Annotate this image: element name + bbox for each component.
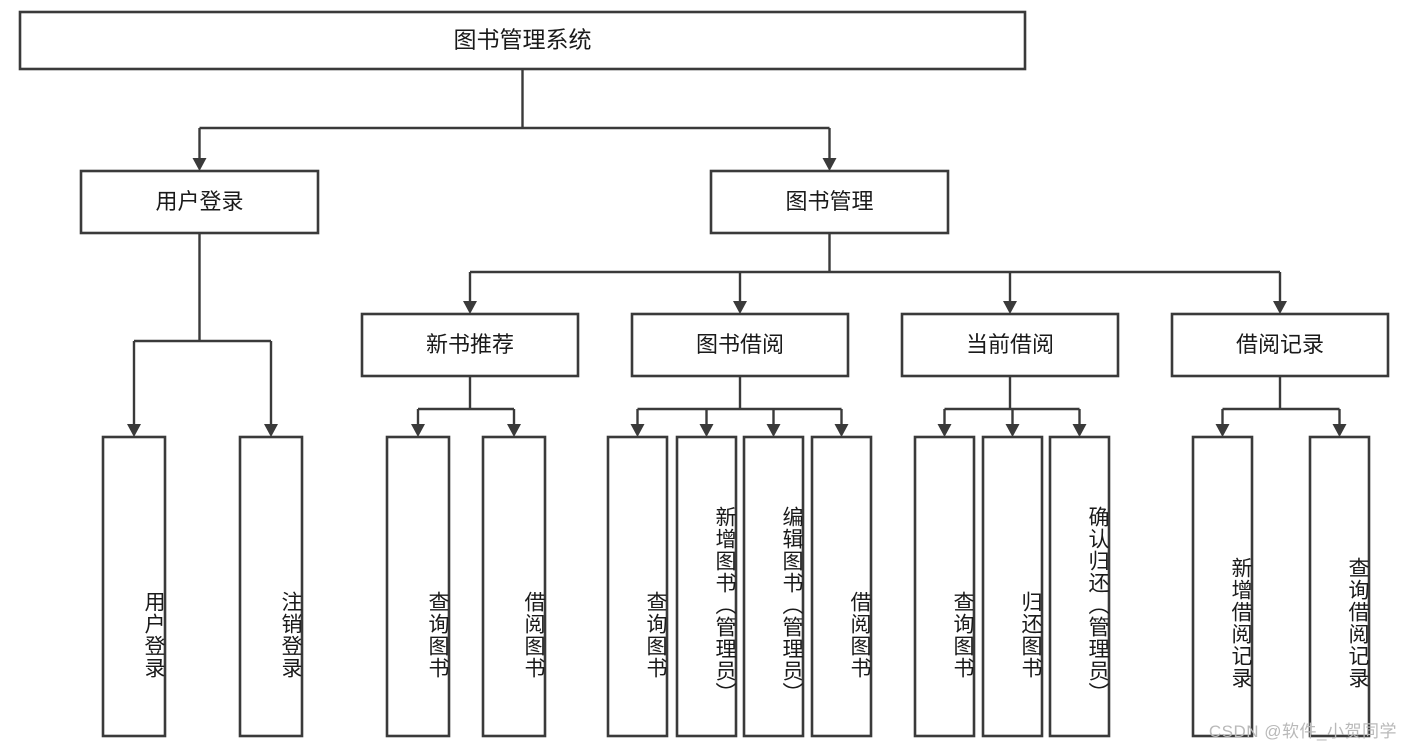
- node-box-leaf-11[interactable]: [1191, 435, 1254, 738]
- node-box-leaf-9[interactable]: [981, 435, 1044, 738]
- arrow-head-icon: [630, 424, 645, 437]
- arrow-head-icon: [733, 301, 747, 314]
- arrow-head-icon: [411, 424, 425, 437]
- arrow-head-icon: [1003, 301, 1017, 314]
- node-box-level3-2[interactable]: [900, 312, 1120, 378]
- arrow-head-icon: [1215, 424, 1230, 437]
- arrow-head-icon: [463, 301, 477, 314]
- node-label-level2-0: 用户登录: [155, 189, 243, 214]
- csdn-watermark: CSDN @软件_小贺同学: [1208, 722, 1397, 741]
- node-box-level3-3[interactable]: [1170, 312, 1390, 378]
- arrow-head-icon: [507, 424, 521, 437]
- arrow-head-icon: [699, 424, 714, 437]
- arrow-head-icon: [937, 424, 952, 437]
- node-box-leaf-7[interactable]: [810, 435, 873, 738]
- node-box-level3-1[interactable]: [630, 312, 850, 378]
- node-label-level2-1: 图书管理: [785, 189, 873, 214]
- node-label-level3-3: 借阅记录: [1236, 332, 1324, 357]
- arrow-head-icon: [822, 158, 837, 171]
- node-box-level2-1[interactable]: [709, 169, 950, 235]
- arrow-head-icon: [834, 424, 849, 437]
- arrow-head-icon: [264, 424, 278, 437]
- arrow-head-icon: [1005, 424, 1020, 437]
- arrow-head-icon: [766, 424, 781, 437]
- node-box-leaf-8[interactable]: [913, 435, 976, 738]
- node-box-leaf-1[interactable]: [238, 435, 304, 738]
- arrow-head-icon: [1332, 424, 1347, 437]
- node-box-root[interactable]: [18, 10, 1027, 71]
- arrow-head-icon: [1273, 301, 1287, 314]
- node-box-leaf-6[interactable]: [742, 435, 805, 738]
- node-box-leaf-0[interactable]: [101, 435, 167, 738]
- node-boxes: [18, 10, 1390, 738]
- node-box-level3-0[interactable]: [360, 312, 580, 378]
- node-label-level3-0: 新书推荐: [426, 332, 514, 357]
- arrow-head-icon: [192, 158, 207, 171]
- node-label-root: 图书管理系统: [454, 27, 592, 53]
- node-box-leaf-3[interactable]: [481, 435, 547, 738]
- node-box-leaf-5[interactable]: [675, 435, 738, 738]
- node-label-level3-1: 图书借阅: [696, 332, 784, 357]
- node-box-leaf-4[interactable]: [606, 435, 669, 738]
- node-label-level3-2: 当前借阅: [966, 332, 1054, 357]
- connector-lines: [127, 69, 1347, 437]
- node-box-leaf-2[interactable]: [385, 435, 451, 738]
- node-box-leaf-12[interactable]: [1308, 435, 1371, 738]
- arrow-head-icon: [1072, 424, 1087, 437]
- node-box-leaf-10[interactable]: [1048, 435, 1111, 738]
- node-box-level2-0[interactable]: [79, 169, 320, 235]
- arrow-head-icon: [127, 424, 141, 437]
